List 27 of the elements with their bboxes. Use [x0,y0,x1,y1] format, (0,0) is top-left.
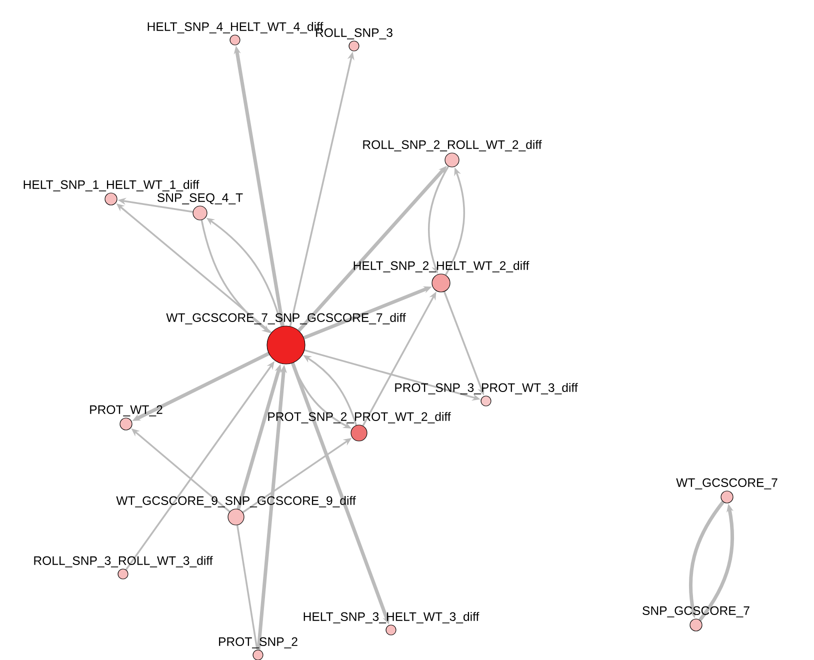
graph-node: WT_GCSCORE_7_SNP_GCSCORE_7_diff [166,312,406,364]
graph-node: PROT_SNP_3_PROT_WT_3_diff [395,382,578,406]
graph-node: PROT_SNP_2_PROT_WT_2_diff [268,412,451,442]
graph-node: SNP_SEQ_4_T [157,193,243,220]
graph-node: PROT_WT_2 [90,405,162,430]
node-label: WT_GCSCORE_7_SNP_GCSCORE_7_diff [166,312,406,324]
node-label: HELT_SNP_2_HELT_WT_2_diff [354,260,530,272]
graph-node: SNP_GCSCORE_7 [642,606,750,632]
graph-node: WT_GCSCORE_7 [676,478,778,504]
node-label: PROT_SNP_2_PROT_WT_2_diff [268,412,451,424]
node-label: WT_GCSCORE_9_SNP_GCSCORE_9_diff [116,496,356,508]
node-label: SNP_SEQ_4_T [157,193,243,204]
graph-node: ROLL_SNP_2_ROLL_WT_2_diff [363,140,542,168]
graph-node: ROLL_SNP_3_ROLL_WT_3_diff [34,556,213,580]
node-label: ROLL_SNP_3_ROLL_WT_3_diff [34,556,213,568]
node-label: PROT_SNP_2 [219,637,298,648]
node-label: SNP_GCSCORE_7 [642,606,750,618]
node-label: PROT_WT_2 [90,405,162,416]
node-label: HELT_SNP_3_HELT_WT_3_diff [304,612,480,624]
graph-node: PROT_SNP_2 [219,637,298,660]
node-label: PROT_SNP_3_PROT_WT_3_diff [395,382,578,394]
graph-node: HELT_SNP_2_HELT_WT_2_diff [354,260,530,292]
graph-node: WT_GCSCORE_9_SNP_GCSCORE_9_diff [116,496,356,526]
graph-node: HELT_SNP_3_HELT_WT_3_diff [304,612,480,636]
node-label: ROLL_SNP_2_ROLL_WT_2_diff [363,140,542,152]
node-label: WT_GCSCORE_7 [676,478,778,490]
node-label: HELT_SNP_1_HELT_WT_1_diff [24,180,200,192]
